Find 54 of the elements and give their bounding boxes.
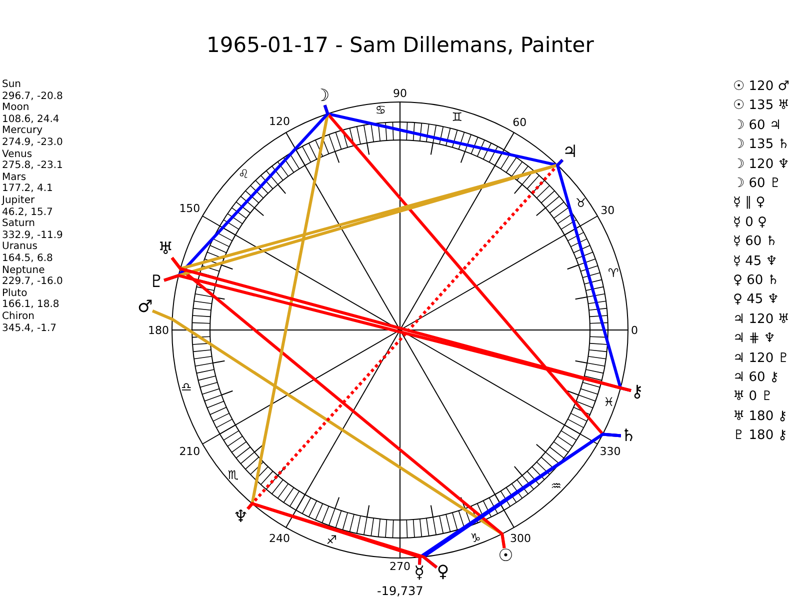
aspect-entry: ☉ 120 ♂: [733, 80, 790, 93]
aspect-entry: ☽ 60 ♃: [733, 118, 782, 132]
planet-glyph: ♀: [436, 564, 450, 581]
planet-name: Mars: [2, 172, 26, 183]
aspect-entry: ☿ 45 ♆: [733, 254, 778, 268]
aspect-entry: ☽ 120 ♆: [733, 158, 790, 171]
planet-name: Mercury: [2, 126, 43, 136]
planet-name: Pluto: [2, 288, 28, 299]
planet-coordinates: 229.7, -16.0: [2, 277, 63, 288]
planet-name: Moon: [2, 103, 30, 114]
aspect-entry: ♃ 60 ⚷: [733, 371, 779, 384]
aspect-entry: ♅ 180 ⚷: [733, 410, 788, 423]
chart-title: 1965-01-17 - Sam Dillemans, Painter: [206, 34, 594, 56]
aspect-entry: ♇ 180 ⚷: [733, 429, 788, 442]
planet-name: Sun: [2, 80, 22, 90]
planet-coordinates: 166.1, 18.8: [2, 300, 60, 310]
planet-coordinates: 108.6, 24.4: [2, 114, 60, 125]
degree-label: 180: [148, 324, 169, 336]
aspect-entry: ♅ 0 ♇: [733, 390, 773, 404]
planet-glyph: ☽: [314, 88, 330, 106]
planet-coordinates: 275.8, -23.1: [2, 161, 63, 172]
aspect-entry: ♃ 120 ♅: [733, 312, 790, 326]
planet-glyph: ♂: [137, 299, 153, 316]
aspect-entry: ☽ 135 ♄: [733, 138, 790, 152]
aspect-entry: ☿ 0 ♀: [733, 216, 768, 229]
planet-coordinates: 332.9, -11.9: [2, 230, 63, 241]
aspect-entry: ♀ 60 ♄: [733, 274, 779, 287]
planet-glyph: ♇: [149, 274, 164, 292]
aspect-entry: ♃ ⋕ ♆: [733, 332, 776, 346]
degree-label: 270: [390, 561, 410, 572]
aspect-entry: ☿ 60 ♄: [733, 235, 778, 248]
planet-name: Saturn: [2, 219, 36, 230]
aspect-entry: ☿ ∥ ♀: [733, 196, 766, 210]
planet-coordinates: 46.2, 15.7: [2, 208, 53, 218]
aspect-entry: ☉ 135 ♅: [733, 99, 790, 112]
planet-name: Chiron: [2, 312, 34, 322]
planet-name: Jupiter: [2, 196, 35, 206]
planet-glyph: ⚷: [630, 384, 644, 401]
planet-name: Neptune: [2, 266, 45, 276]
aspect-entry: ☽ 60 ♇: [733, 177, 782, 190]
planet-name: Venus: [2, 150, 32, 160]
degree-label: 0: [631, 324, 638, 336]
planet-coordinates: 296.7, -20.8: [2, 92, 63, 102]
planet-coordinates: 164.5, 6.8: [2, 254, 53, 264]
aspect-entry: ♃ 120 ♇: [733, 352, 790, 365]
planet-glyph: ♅: [158, 240, 174, 258]
planet-name: Uranus: [2, 242, 38, 252]
planet-coordinates: 274.9, -23.0: [2, 138, 63, 148]
numeric-readout: -19,737: [377, 585, 424, 597]
planet-coordinates: 345.4, -1.7: [2, 324, 56, 334]
degree-label: 90: [393, 88, 407, 99]
planet-coordinates: 177.2, 4.1: [2, 184, 53, 194]
aspect-entry: ♀ 45 ♆: [733, 293, 779, 306]
planet-glyph: ☿: [414, 564, 425, 582]
